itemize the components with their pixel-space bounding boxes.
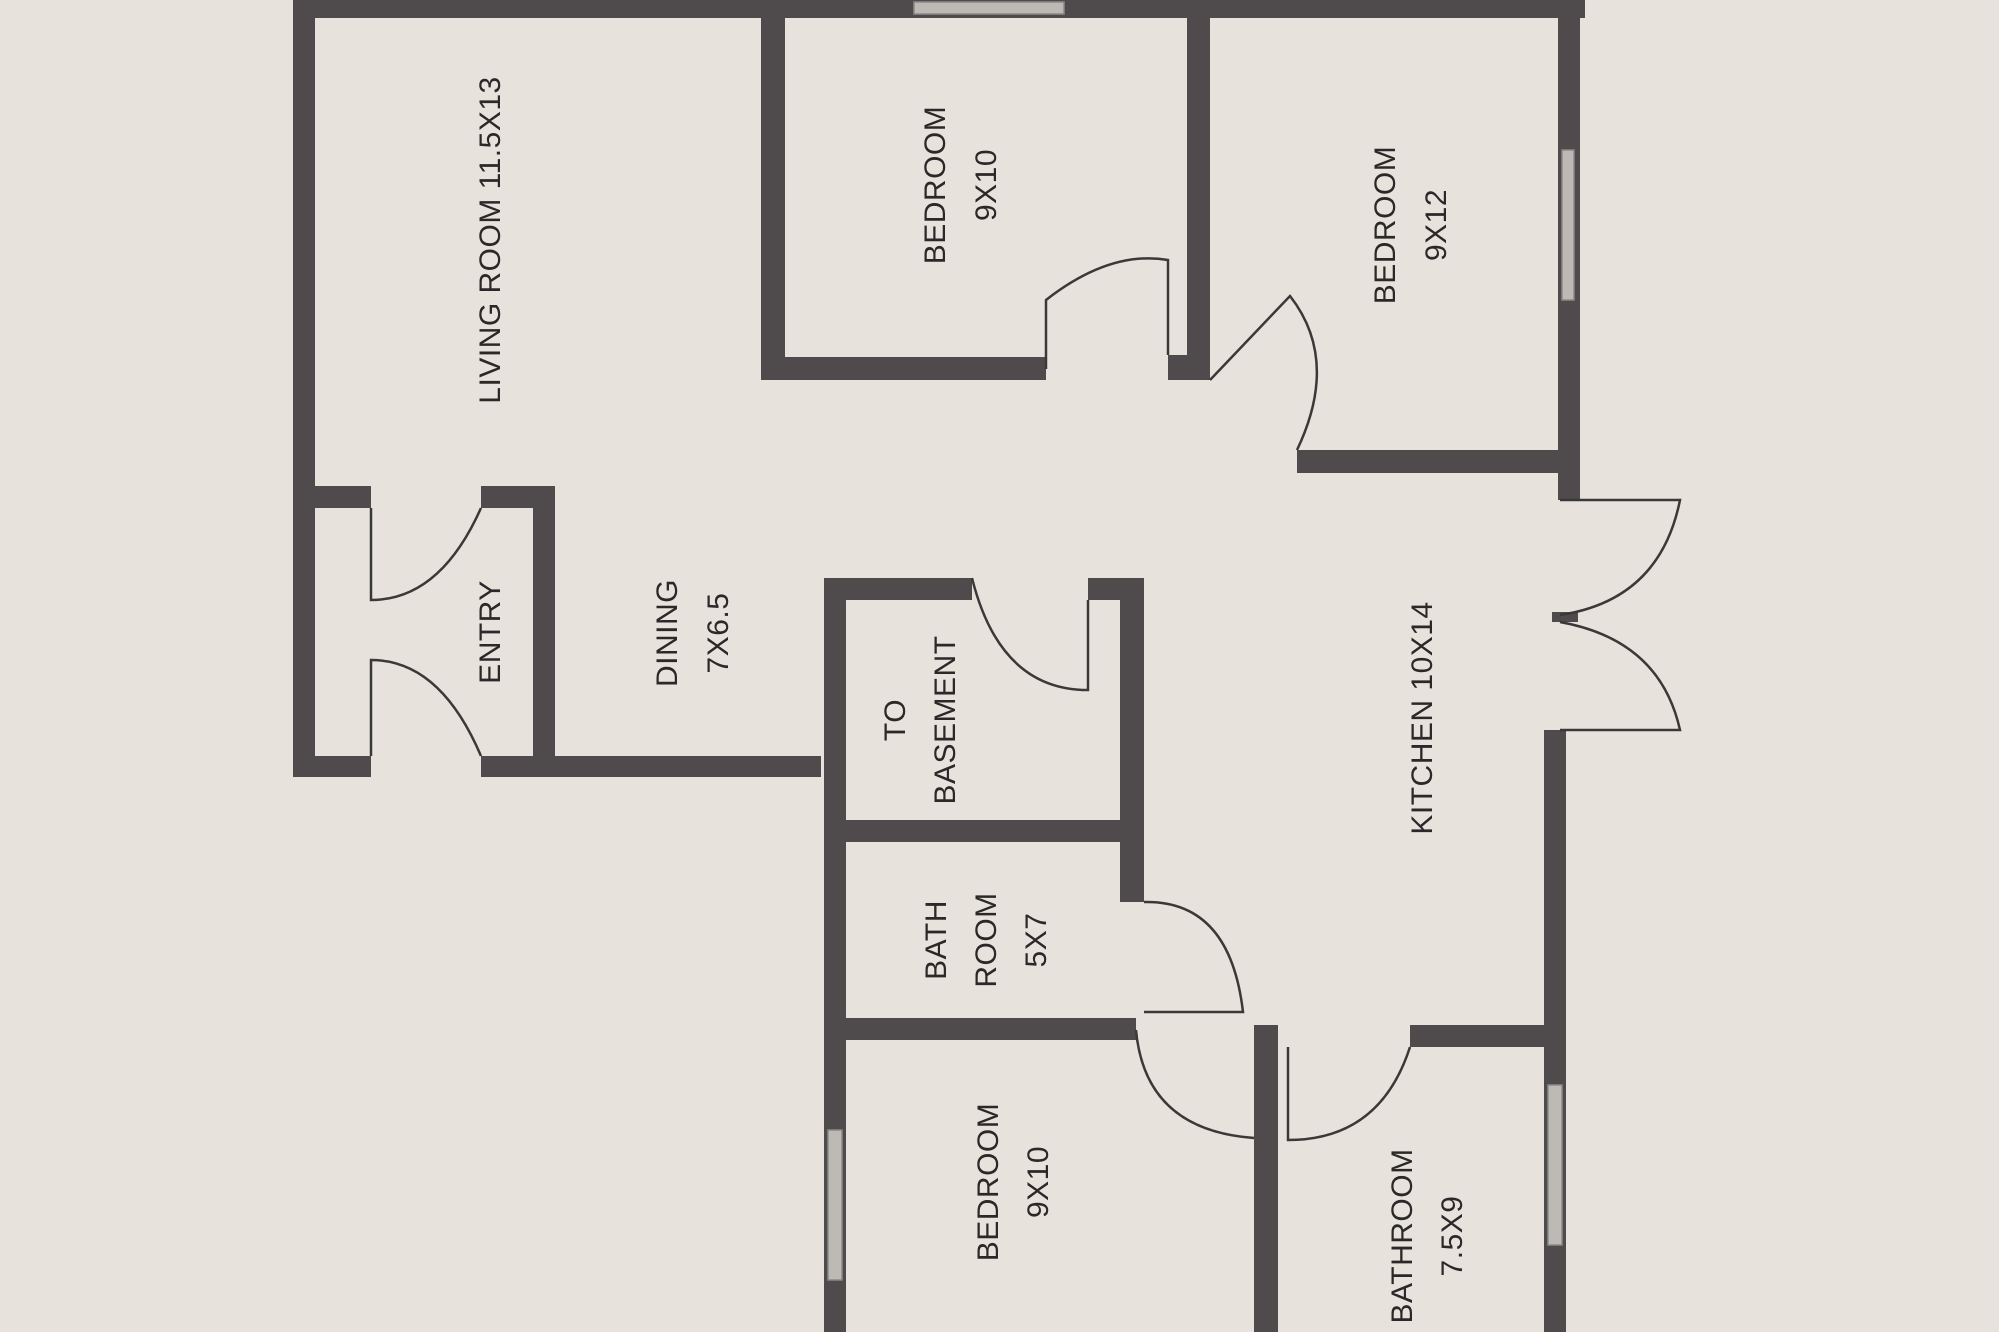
living-room-label: LIVING ROOM 11.5X13: [474, 76, 507, 403]
room-labels: LIVING ROOM 11.5X13 ENTRY DINING 7X6.5 B…: [474, 76, 1469, 1323]
bedroom-top-left-name-label: BEDROOM: [919, 106, 952, 265]
bedroom-top-left-size-label: 9X10: [970, 149, 1003, 221]
bedroom-top-right-name-label: BEDROOM: [1369, 146, 1402, 305]
kitchen-label: KITCHEN 10X14: [1406, 601, 1439, 834]
bedroom-bottom-size-label: 9X10: [1022, 1146, 1055, 1218]
bathroom-name-label: BATHROOM: [1386, 1148, 1419, 1323]
windows: [827, 1, 1575, 1281]
dining-name-label: DINING: [651, 579, 684, 687]
bedroom-bottom-name-label: BEDROOM: [972, 1103, 1005, 1262]
bath-line2-label: ROOM: [970, 892, 1003, 987]
basement-line1-label: TO: [879, 699, 912, 741]
entry-label: ENTRY: [474, 580, 507, 684]
bedroom-top-right-size-label: 9X12: [1420, 189, 1453, 261]
bath-size-label: 5X7: [1020, 913, 1053, 968]
doors: [369, 257, 1682, 1142]
bathroom-size-label: 7.5X9: [1436, 1196, 1469, 1277]
bath-line1-label: BATH: [920, 900, 953, 980]
basement-line2-label: BASEMENT: [929, 635, 962, 804]
dining-size-label: 7X6.5: [702, 593, 735, 674]
